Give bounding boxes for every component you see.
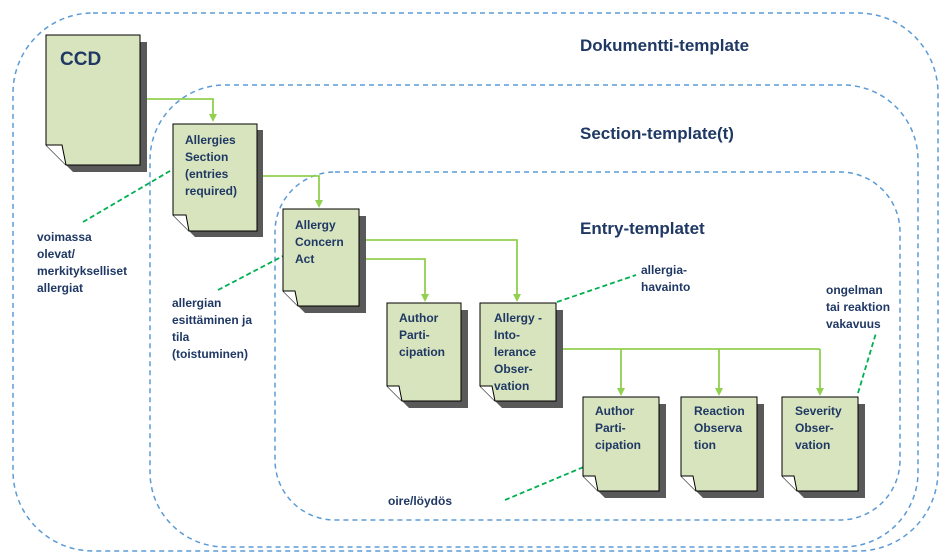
severity-observation-label: Severity Obser- vation [795,404,842,452]
annotation-lines [82,167,877,501]
annotation-line-ongelman [857,332,877,394]
note-voimassa: voimassa olevat/ merkitykselliset allerg… [37,230,128,295]
note-allergiahavainto: allergia- havainto [641,263,691,294]
document-template-title: Dokumentti-template [580,36,750,55]
doc-shape-author-participation-2 [582,396,666,498]
reaction-observation-label: Reaction Observa tion [694,404,745,452]
author-participation-2-label: Author Parti- cipation [595,404,642,452]
allergy-intolerance-observation-label: Allergy - Into- lerance Obser- vation [494,311,543,393]
note-allergian: allergian esittäminen ja tila (toistumin… [172,296,253,361]
note-ongelman: ongelman tai reaktion vakavuus [826,283,891,331]
author-participation-1-label: Author Parti- cipation [399,311,446,359]
doc-shape-reaction-observation [680,396,764,498]
connector-ccd-to-section [140,98,217,122]
note-oire: oire/löydös [388,494,453,508]
doc-shape-allergy-concern-act [282,208,366,313]
annotation-line-voimassa [82,167,176,223]
ccd-label: CCD [60,49,102,70]
document-template-region [12,12,939,552]
doc-shape-author-participation-1 [386,302,468,408]
allergies-section-label: Allergies Section (entries required) [185,133,238,198]
entry-template-title: Entry-templatet [580,219,705,238]
connector-section-to-concern [256,175,323,208]
doc-shape-severity-observation [781,396,865,498]
connectors [140,98,824,396]
entry-template-region [274,171,901,521]
annotation-line-oire [504,436,656,501]
section-template-title: Section-template(t) [580,124,734,143]
connector-concern-to-author [358,258,429,302]
doc-shape-allergy-intolerance-observation [479,302,563,408]
doc-shape-allergies-section [172,123,263,237]
allergy-concern-act-label: Allergy Concern Act [295,218,344,266]
section-template-region [149,84,919,548]
annotation-line-allergian [217,255,284,291]
annotation-line-allergiahavainto [556,274,637,303]
connector-concern-to-observation [358,239,521,302]
doc-shape-ccd [45,34,147,172]
